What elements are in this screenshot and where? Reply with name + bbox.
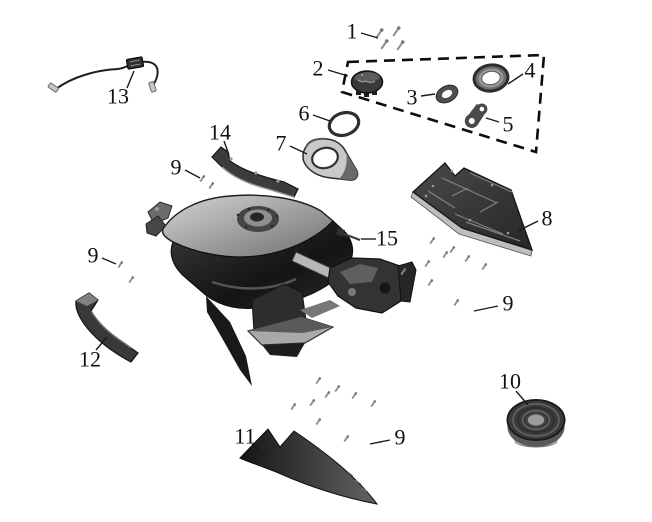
- callout-9c[interactable]: 9: [473, 291, 514, 316]
- callout-9a[interactable]: 9: [171, 155, 201, 180]
- callout-9b[interactable]: 9: [88, 243, 117, 268]
- part-4-large-ring: [472, 63, 510, 93]
- callout-label[interactable]: 4: [525, 58, 536, 83]
- callout-6[interactable]: 6: [299, 101, 331, 126]
- callout-13[interactable]: 13: [107, 70, 135, 109]
- callout-label[interactable]: 13: [107, 84, 129, 109]
- leader-line: [126, 70, 135, 89]
- part-3-seal-ring: [435, 84, 459, 104]
- callout-label[interactable]: 1: [347, 19, 358, 44]
- callout-label[interactable]: 10: [499, 369, 521, 394]
- callout-12[interactable]: 12: [79, 336, 108, 372]
- part-2-fuel-cap: [350, 70, 384, 97]
- part-1-screws: [375, 26, 405, 51]
- part-9-screws-left: [117, 261, 135, 284]
- callout-5[interactable]: 5: [485, 112, 514, 137]
- leader-line: [517, 220, 539, 232]
- screws-layer: [117, 26, 488, 443]
- callout-label[interactable]: 8: [542, 206, 553, 231]
- callout-label[interactable]: 7: [276, 131, 287, 156]
- callout-label[interactable]: 2: [313, 56, 324, 81]
- leader-line: [251, 443, 267, 457]
- part-14-bracket: [211, 146, 299, 198]
- callout-15[interactable]: 15: [361, 226, 398, 251]
- part-12-bracket: [75, 292, 139, 363]
- part-15-bolt: [336, 228, 361, 242]
- callout-label[interactable]: 5: [503, 112, 514, 137]
- part-9-screws-bottom: [290, 377, 377, 443]
- callout-label[interactable]: 6: [299, 101, 310, 126]
- callout-label[interactable]: 9: [395, 425, 406, 450]
- leader-line: [101, 257, 117, 265]
- callout-1[interactable]: 1: [347, 19, 379, 44]
- callout-9d[interactable]: 9: [369, 425, 406, 450]
- leader-line: [515, 390, 529, 406]
- callout-label[interactable]: 12: [79, 347, 101, 372]
- callout-14[interactable]: 14: [209, 120, 231, 156]
- part-11-lower-panel: [239, 428, 379, 505]
- leader-line: [184, 169, 201, 179]
- part-5-gasket: [464, 103, 488, 128]
- leader-line: [507, 73, 524, 85]
- part-8-shield-panel: [410, 162, 534, 257]
- leader-line: [473, 305, 499, 312]
- callout-10[interactable]: 10: [499, 369, 529, 406]
- leader-line: [95, 336, 108, 351]
- leader-line: [360, 32, 379, 39]
- leader-line: [327, 69, 349, 77]
- callout-label[interactable]: 11: [234, 424, 255, 449]
- leader-line: [369, 439, 391, 445]
- part-9-screws-right: [400, 237, 488, 307]
- callout-label[interactable]: 15: [376, 226, 398, 251]
- callout-2[interactable]: 2: [313, 56, 349, 81]
- part-13-wire-harness: [47, 56, 159, 93]
- part-tank-assembly: [145, 194, 417, 386]
- callout-label[interactable]: 14: [209, 120, 231, 145]
- callout-label[interactable]: 9: [88, 243, 99, 268]
- callout-4[interactable]: 4: [507, 58, 536, 85]
- part-6-o-ring: [327, 110, 361, 138]
- leader-line: [289, 145, 308, 155]
- callout-7[interactable]: 7: [276, 131, 308, 156]
- callout-3[interactable]: 3: [407, 85, 436, 110]
- part-7-cap-surround: [302, 137, 359, 181]
- leader-line: [312, 114, 331, 122]
- part-9-screws-top: [199, 175, 215, 190]
- part-10-rubber-roll: [506, 399, 566, 448]
- leader-line: [485, 117, 500, 123]
- leader-line: [223, 140, 230, 156]
- callout-label[interactable]: 3: [407, 85, 418, 110]
- callout-label[interactable]: 9: [171, 155, 182, 180]
- dashed-detail-region: [340, 53, 546, 154]
- callout-8[interactable]: 8: [517, 206, 553, 232]
- callout-label[interactable]: 9: [503, 291, 514, 316]
- leader-line: [420, 93, 436, 97]
- callout-11[interactable]: 11: [234, 424, 267, 457]
